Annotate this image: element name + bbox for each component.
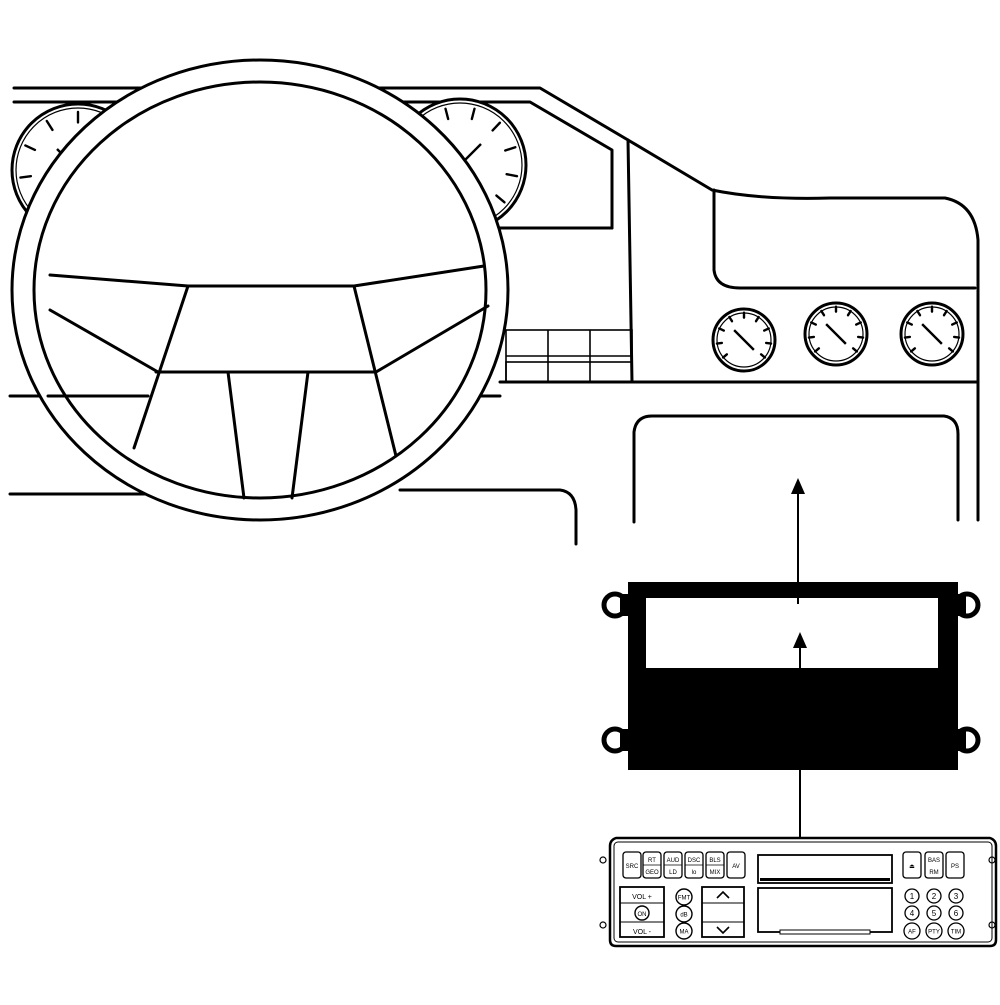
button-label: DSC xyxy=(688,858,701,864)
dsc-lo-button[interactable]: DSC lo xyxy=(684,851,704,879)
seek-button[interactable]: AV xyxy=(726,851,746,879)
button-label: TIM xyxy=(951,930,961,936)
svg-text:MA: MA xyxy=(680,930,689,936)
on-button-label[interactable]: ON xyxy=(638,912,647,918)
ma-button[interactable]: MA xyxy=(675,922,693,940)
preset-label: 4 xyxy=(910,909,915,918)
preset-button-2[interactable]: 2 xyxy=(926,888,942,904)
preset-label: 2 xyxy=(932,892,937,901)
db-button[interactable]: dB xyxy=(675,905,693,923)
af-button[interactable]: AF xyxy=(903,922,921,940)
button-label: GEO xyxy=(645,870,659,876)
fmt-button[interactable]: FMT xyxy=(675,888,693,906)
button-label: AV xyxy=(732,864,740,870)
button-label: MIX xyxy=(710,870,721,876)
vol-down-label[interactable]: VOL - xyxy=(633,929,652,936)
preset-button-4[interactable]: 4 xyxy=(904,905,920,921)
button-label: BAS xyxy=(928,858,940,864)
gauge-small-2 xyxy=(803,301,869,367)
volume-rocker[interactable]: VOL + ON VOL - xyxy=(619,886,665,938)
radio-top-button-row: SRC RT GEO AUD LD DSC lo BLS MIX AV xyxy=(622,851,746,879)
chevron-down-icon[interactable] xyxy=(716,926,730,935)
preset-button-6[interactable]: 6 xyxy=(948,905,964,921)
insertion-arrows xyxy=(791,478,807,862)
eject-button[interactable]: ⏏ xyxy=(902,851,922,879)
arrow-up-icon xyxy=(791,478,805,494)
gauge-small-3 xyxy=(899,301,965,367)
ps-button[interactable]: PS xyxy=(945,851,965,879)
mounting-frame xyxy=(601,582,981,770)
steering-wheel xyxy=(10,58,510,522)
button-label: PTY xyxy=(928,930,940,936)
button-label: ⏏ xyxy=(909,864,915,870)
svg-text:FMT: FMT xyxy=(678,896,691,902)
preset-label: 1 xyxy=(910,892,915,901)
chevron-up-icon[interactable] xyxy=(716,890,730,899)
button-label: AF xyxy=(908,930,916,936)
rt-geo-button[interactable]: RT GEO xyxy=(642,851,662,879)
svg-text:dB: dB xyxy=(680,913,687,919)
car-radio: SRC RT GEO AUD LD DSC lo BLS MIX AV ⏏ BAS RM PS VOL … xyxy=(599,836,998,948)
tim-button[interactable]: TIM xyxy=(947,922,965,940)
tune-rocker[interactable] xyxy=(701,886,745,938)
radio-display xyxy=(757,887,893,933)
button-label: LD xyxy=(669,870,677,876)
preset-button-5[interactable]: 5 xyxy=(926,905,942,921)
vol-up-label[interactable]: VOL + xyxy=(632,894,652,901)
switch-panel xyxy=(505,329,633,383)
radio-function-buttons: AF PTY TIM xyxy=(903,922,965,940)
button-label: RM xyxy=(929,870,938,876)
button-label: AUD xyxy=(667,858,680,864)
bls-mix-button[interactable]: BLS MIX xyxy=(705,851,725,879)
preset-label: 6 xyxy=(954,909,959,918)
aud-ld-button[interactable]: AUD LD xyxy=(663,851,683,879)
button-label: SRC xyxy=(626,864,639,870)
button-label: lo xyxy=(692,870,697,876)
radio-right-button-row: ⏏ BAS RM PS xyxy=(902,851,965,879)
preset-label: 5 xyxy=(932,909,937,918)
button-label: PS xyxy=(951,864,959,870)
src-button[interactable]: SRC xyxy=(622,851,642,879)
bas-rm-button[interactable]: BAS RM xyxy=(924,851,944,879)
gauge-small-1 xyxy=(711,307,777,373)
arrow-up-icon xyxy=(793,632,807,648)
button-label: BLS xyxy=(709,858,720,864)
preset-button-1[interactable]: 1 xyxy=(904,888,920,904)
preset-label: 3 xyxy=(954,892,959,901)
pty-button[interactable]: PTY xyxy=(925,922,943,940)
button-label: RT xyxy=(648,858,656,864)
preset-button-3[interactable]: 3 xyxy=(948,888,964,904)
preset-buttons: 1 2 3 4 5 6 xyxy=(904,888,964,921)
